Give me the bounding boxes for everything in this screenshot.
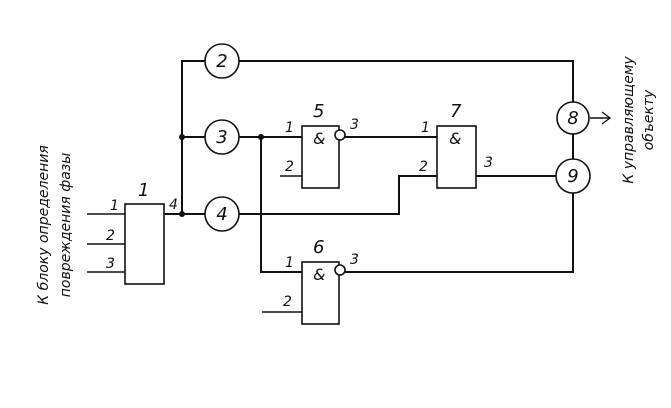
junction-dot	[179, 211, 185, 217]
gate6-number: 6	[313, 237, 324, 258]
gate7-rect	[436, 125, 477, 189]
block1-output-label: 4	[169, 197, 178, 213]
gate-7: 7 & 1 2 3	[419, 101, 493, 189]
node4-label: 4	[216, 204, 227, 225]
block-1: 1 1 2 3 4	[106, 180, 178, 285]
gate-5: 5 & 1 2 3	[285, 101, 359, 189]
gate6-in2-label: 2	[283, 294, 292, 310]
block1-input-label-3: 3	[106, 256, 115, 272]
node9-label: 9	[567, 166, 578, 187]
right-caption-line-1: К управляющему	[621, 56, 637, 184]
gate5-rect	[301, 125, 340, 189]
gate5-number: 5	[313, 101, 324, 122]
gate7-in1-label: 1	[421, 120, 430, 136]
block1-rect	[124, 203, 165, 285]
left-caption-line-2: повреждения фазы	[58, 153, 74, 298]
block1-number: 1	[138, 180, 149, 201]
gate5-out-label: 3	[350, 117, 359, 133]
junction-dot	[179, 134, 185, 140]
node-4: 4	[204, 196, 240, 232]
node-9: 9	[555, 158, 591, 194]
gate6-rect	[301, 261, 340, 325]
gate6-in1-label: 1	[285, 255, 294, 271]
gate5-in1-label: 1	[285, 120, 294, 136]
node-8: 8	[556, 101, 590, 135]
block1-input-label-1: 1	[110, 198, 119, 214]
right-caption-line-2: объекту	[641, 89, 657, 150]
junction-dot	[258, 134, 264, 140]
wires	[87, 60, 612, 313]
node4-circle	[204, 196, 240, 232]
node2-label: 2	[216, 51, 227, 72]
gate7-out-label: 3	[484, 155, 493, 171]
gate5-in2-label: 2	[285, 159, 294, 175]
left-caption-line-1: К блоку определения	[36, 145, 52, 304]
gate7-number: 7	[450, 101, 462, 122]
gate6-out-label: 3	[350, 252, 359, 268]
node8-circle	[556, 101, 590, 135]
node2-circle	[204, 43, 240, 79]
output-arrow-head	[601, 111, 612, 125]
gate5-symbol: &	[313, 129, 325, 148]
gate-6: 6 & 1 2 3	[283, 237, 359, 325]
gate6-inversion-circle	[334, 264, 346, 276]
left-caption: К блоку определения повреждения фазы	[36, 145, 74, 304]
node3-label: 3	[216, 127, 227, 148]
gate7-symbol: &	[449, 129, 461, 148]
node9-circle	[555, 158, 591, 194]
node8-label: 8	[567, 108, 578, 129]
right-caption: К управляющему объекту	[621, 56, 657, 184]
node-3: 3	[204, 119, 240, 155]
node-2: 2	[204, 43, 240, 79]
node3-circle	[204, 119, 240, 155]
gate6-symbol: &	[313, 265, 325, 284]
gate5-inversion-circle	[334, 129, 346, 141]
block1-input-label-2: 2	[106, 228, 115, 244]
gate7-in2-label: 2	[419, 159, 428, 175]
